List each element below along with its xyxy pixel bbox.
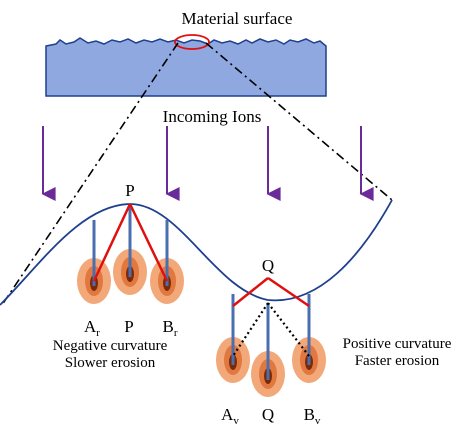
valley-center-label: Q [262,405,274,424]
peak-caption-line1: Negative curvature [53,338,168,354]
valley-point-label: Q [262,256,274,275]
peak-caption-line2: Slower erosion [65,355,156,371]
valley-dotted-line-right [267,302,310,357]
valley-caption-line1: Positive curvature [343,336,452,352]
peak-point-label: P [125,181,134,200]
valley-dotted-line-left [232,302,269,357]
valley-red-line-right [267,276,310,308]
peak-left-label: Ar [84,317,100,339]
peak-red-line-left [92,203,132,282]
peak-red-line-right [128,203,169,282]
valley-right-label: Bv [304,405,321,427]
peak-right-label: Br [162,317,177,339]
peak-center-label: P [124,317,133,336]
highlight-ellipse [174,34,210,50]
valley-red-line-left [232,277,269,307]
material-surface-block [45,37,327,97]
material-surface-label: Material surface [182,9,293,28]
zoom-line-left [1,42,179,306]
incoming-ions-label: Incoming Ions [163,107,262,126]
zoom-line-right [205,42,393,201]
valley-left-label: Av [221,405,239,427]
surface-profile-curve [0,199,393,306]
valley-caption-line2: Faster erosion [355,353,440,369]
